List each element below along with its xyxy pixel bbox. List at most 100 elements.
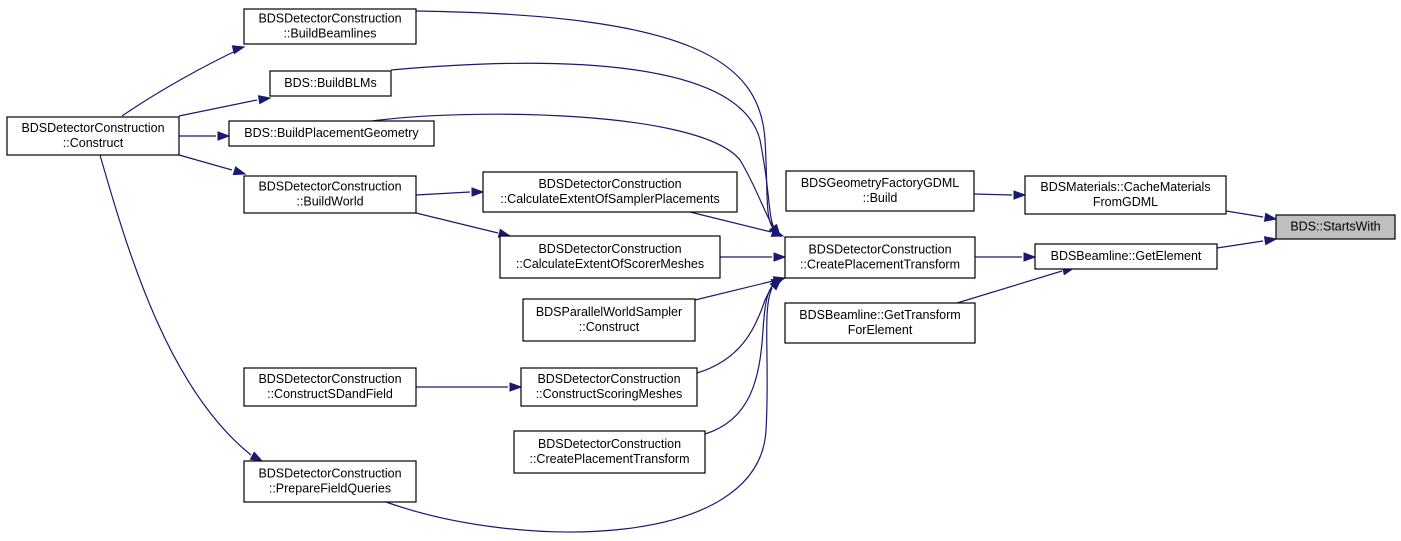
edge-createplacementtransform-caller-to-createplacementtransform [704, 278, 785, 435]
node-bdsdetectorconstruction-calculateextentofsamplerplacements[interactable]: BDSDetectorConstruction::CalculateExtent… [482, 171, 738, 213]
node-bdsparallelworldsampler-construct-box [522, 298, 696, 342]
node-bdsdetectorconstruction-createplacementtransform[interactable]: BDSDetectorConstruction::CreatePlacement… [784, 236, 976, 279]
node-bdsgeometryfactorygdml-build[interactable]: BDSGeometryFactoryGDML::Build [785, 170, 975, 212]
edge-constructsdandfield-to-constructscoringmeshes-arrowhead [509, 382, 523, 392]
edge-constructscoringmeshes-to-createplacementtransform-line [696, 281, 777, 374]
edge-parallelworldsampler-to-createplacementtransform-line [694, 280, 774, 301]
node-bdsbeamline-getelement-label-line-1: BDSBeamline::GetElement [1051, 249, 1202, 263]
edge-buildworld-to-calculateextentofsamplerplacements [415, 187, 485, 197]
edge-buildworld-to-calculateextentofsamplerplacements-line [415, 191, 471, 196]
edge-construct-to-buildblms-arrowhead [257, 95, 272, 105]
node-bdsdetectorconstruction-calculateextentofscorermeshes-label-line-1: BDSDetectorConstruction [538, 242, 681, 256]
node-bdsdetectorconstruction-createplacementtransform-caller-label-line-2: ::CreatePlacementTransform [529, 452, 689, 466]
node-bdsdetectorconstruction-createplacementtransform-label-line-1: BDSDetectorConstruction [808, 243, 951, 257]
node-bdsdetectorconstruction-buildworld[interactable]: BDSDetectorConstruction::BuildWorld [243, 175, 417, 214]
node-bds-buildblms[interactable]: BDS::BuildBLMs [269, 70, 392, 97]
node-bdsdetectorconstruction-buildbeamlines[interactable]: BDSDetectorConstruction::BuildBeamlines [243, 8, 417, 45]
node-bds-startswith-label-line-1: BDS::StartsWith [1290, 220, 1380, 234]
node-bdsdetectorconstruction-preparefieldqueries-label-line-1: BDSDetectorConstruction [258, 467, 401, 481]
node-bds-buildblms-label-line-1: BDS::BuildBLMs [284, 76, 376, 90]
node-bds-buildblms-box [269, 70, 392, 97]
edges-layer [99, 10, 1278, 533]
node-bdsdetectorconstruction-calculateextentofscorermeshes[interactable]: BDSDetectorConstruction::CalculateExtent… [499, 235, 721, 279]
edge-buildworld-to-calculateextentofscorermeshes-line [415, 212, 499, 234]
node-bdsdetectorconstruction-constructsdandfield-label-line-2: ::ConstructSDandField [267, 387, 393, 401]
edge-calculateextentofscorermeshes-to-createplacementtransform [720, 252, 787, 262]
edge-construct-to-preparefieldqueries-arrowhead [249, 451, 264, 462]
edge-getelement-to-startswith-arrowhead [1263, 236, 1278, 246]
node-bdsbeamline-gettransformforelement-label-line-1: BDSBeamline::GetTransform [799, 308, 960, 322]
node-bdsdetectorconstruction-buildbeamlines-box [243, 8, 417, 45]
node-bds-startswith: BDS::StartsWith [1275, 214, 1396, 240]
edge-createplacementtransform-caller-to-createplacementtransform-line [704, 281, 777, 435]
node-bdsgeometryfactorygdml-build-label-line-2: ::Build [863, 191, 898, 205]
node-bdsdetectorconstruction-buildworld-label-line-1: BDSDetectorConstruction [258, 180, 401, 194]
node-bdsparallelworldsampler-construct-label-line-2: ::Construct [579, 320, 640, 334]
node-bdsbeamline-getelement-box [1034, 243, 1218, 270]
node-bdsdetectorconstruction-createplacementtransform-caller-label-line-1: BDSDetectorConstruction [538, 437, 681, 451]
edge-construct-to-buildblms-line [178, 99, 258, 117]
node-bdsdetectorconstruction-construct-box [6, 116, 180, 156]
node-bdsdetectorconstruction-buildbeamlines-label-line-1: BDSDetectorConstruction [258, 12, 401, 26]
edge-cachematerials-to-startswith-arrowhead [1263, 212, 1278, 222]
edge-preparefieldqueries-to-createplacementtransform-arrowhead [769, 277, 783, 291]
node-bdsdetectorconstruction-constructsdandfield-box [243, 367, 417, 407]
edge-construct-to-buildbeamlines-arrowhead [231, 45, 246, 55]
edge-construct-to-buildworld-arrowhead [232, 166, 247, 176]
node-bdsdetectorconstruction-constructsdandfield-label-line-1: BDSDetectorConstruction [258, 372, 401, 386]
edge-geometryfactorygdml-build-to-cachematerials [973, 190, 1027, 200]
edge-cachematerials-to-startswith-line [1225, 210, 1264, 218]
node-bdsdetectorconstruction-construct-label-line-2: ::Construct [63, 136, 124, 150]
node-bdsdetectorconstruction-construct[interactable]: BDSDetectorConstruction::Construct [6, 116, 180, 156]
edge-geometryfactorygdml-build-to-cachematerials-arrowhead [1013, 190, 1027, 200]
node-bdsdetectorconstruction-constructscoringmeshes-box [520, 367, 698, 407]
edge-buildbeamlines-to-createplacementtransform-line [415, 10, 774, 229]
edge-buildworld-to-calculateextentofsamplerplacements-arrowhead [471, 187, 485, 197]
node-bdsmaterials-cachematerialsfromgdml-label-line-2: FromGDML [1093, 195, 1158, 209]
edge-construct-to-buildblms [178, 95, 272, 117]
edge-gettransformforelement-to-getelement-line [956, 270, 1063, 304]
edge-construct-to-buildbeamlines-line [121, 46, 245, 117]
node-bdsdetectorconstruction-calculateextentofsamplerplacements-label-line-1: BDSDetectorConstruction [538, 177, 681, 191]
node-bdsparallelworldsampler-construct[interactable]: BDSParallelWorldSampler::Construct [522, 298, 696, 342]
node-bdsdetectorconstruction-createplacementtransform-caller[interactable]: BDSDetectorConstruction::CreatePlacement… [513, 430, 706, 474]
node-bdsparallelworldsampler-construct-label-line-1: BDSParallelWorldSampler [536, 305, 682, 319]
edge-construct-to-buildworld [178, 154, 247, 176]
node-bdsdetectorconstruction-constructsdandfield[interactable]: BDSDetectorConstruction::ConstructSDandF… [243, 367, 417, 407]
edge-constructsdandfield-to-constructscoringmeshes [416, 382, 523, 392]
edge-construct-to-preparefieldqueries [99, 154, 264, 462]
node-bds-buildplacementgeometry-box [228, 120, 435, 147]
node-bdsbeamline-gettransformforelement-box [784, 302, 976, 344]
node-bds-buildplacementgeometry-label-line-1: BDS::BuildPlacementGeometry [244, 126, 419, 140]
edge-getelement-to-startswith [1216, 236, 1278, 249]
edge-preparefieldqueries-to-createplacementtransform-line [385, 287, 773, 533]
node-bdsdetectorconstruction-createplacementtransform-caller-box [513, 430, 706, 474]
node-bdsdetectorconstruction-calculateextentofscorermeshes-label-line-2: ::CalculateExtentOfScorerMeshes [516, 257, 704, 271]
node-bdsdetectorconstruction-buildworld-box [243, 175, 417, 214]
node-bdsdetectorconstruction-preparefieldqueries-label-line-2: ::PrepareFieldQueries [269, 482, 391, 496]
node-bdsdetectorconstruction-createplacementtransform-box [784, 236, 976, 279]
node-bdsdetectorconstruction-preparefieldqueries[interactable]: BDSDetectorConstruction::PrepareFieldQue… [243, 460, 417, 503]
node-bdsbeamline-getelement[interactable]: BDSBeamline::GetElement [1034, 243, 1218, 270]
node-bdsdetectorconstruction-constructscoringmeshes[interactable]: BDSDetectorConstruction::ConstructScorin… [520, 367, 698, 407]
edge-buildblms-to-createplacementtransform-line [390, 62, 775, 229]
edge-calculateextentofscorermeshes-to-createplacementtransform-arrowhead [773, 252, 787, 262]
node-bdsdetectorconstruction-construct-label-line-1: BDSDetectorConstruction [21, 121, 164, 135]
edge-cachematerials-to-startswith [1225, 210, 1278, 222]
node-bdsdetectorconstruction-buildworld-label-line-2: ::BuildWorld [296, 195, 363, 209]
node-bdsgeometryfactorygdml-build-box [785, 170, 975, 212]
edge-calculateextentofsamplerplacements-to-createplacementtransform-line [689, 211, 772, 233]
edge-createplacementtransform-to-getelement [975, 252, 1037, 262]
edge-geometryfactorygdml-build-to-cachematerials-line [973, 193, 1013, 196]
edge-buildworld-to-calculateextentofscorermeshes [415, 212, 512, 238]
edge-createplacementtransform-to-getelement-arrowhead [1023, 252, 1037, 262]
edge-preparefieldqueries-to-createplacementtransform [385, 277, 783, 533]
edge-getelement-to-startswith-line [1216, 240, 1264, 249]
node-bdsdetectorconstruction-preparefieldqueries-box [243, 460, 417, 503]
edge-construct-to-preparefieldqueries-line [99, 154, 252, 456]
node-bds-buildplacementgeometry[interactable]: BDS::BuildPlacementGeometry [228, 120, 435, 147]
node-bdsmaterials-cachematerialsfromgdml-box [1024, 175, 1227, 215]
